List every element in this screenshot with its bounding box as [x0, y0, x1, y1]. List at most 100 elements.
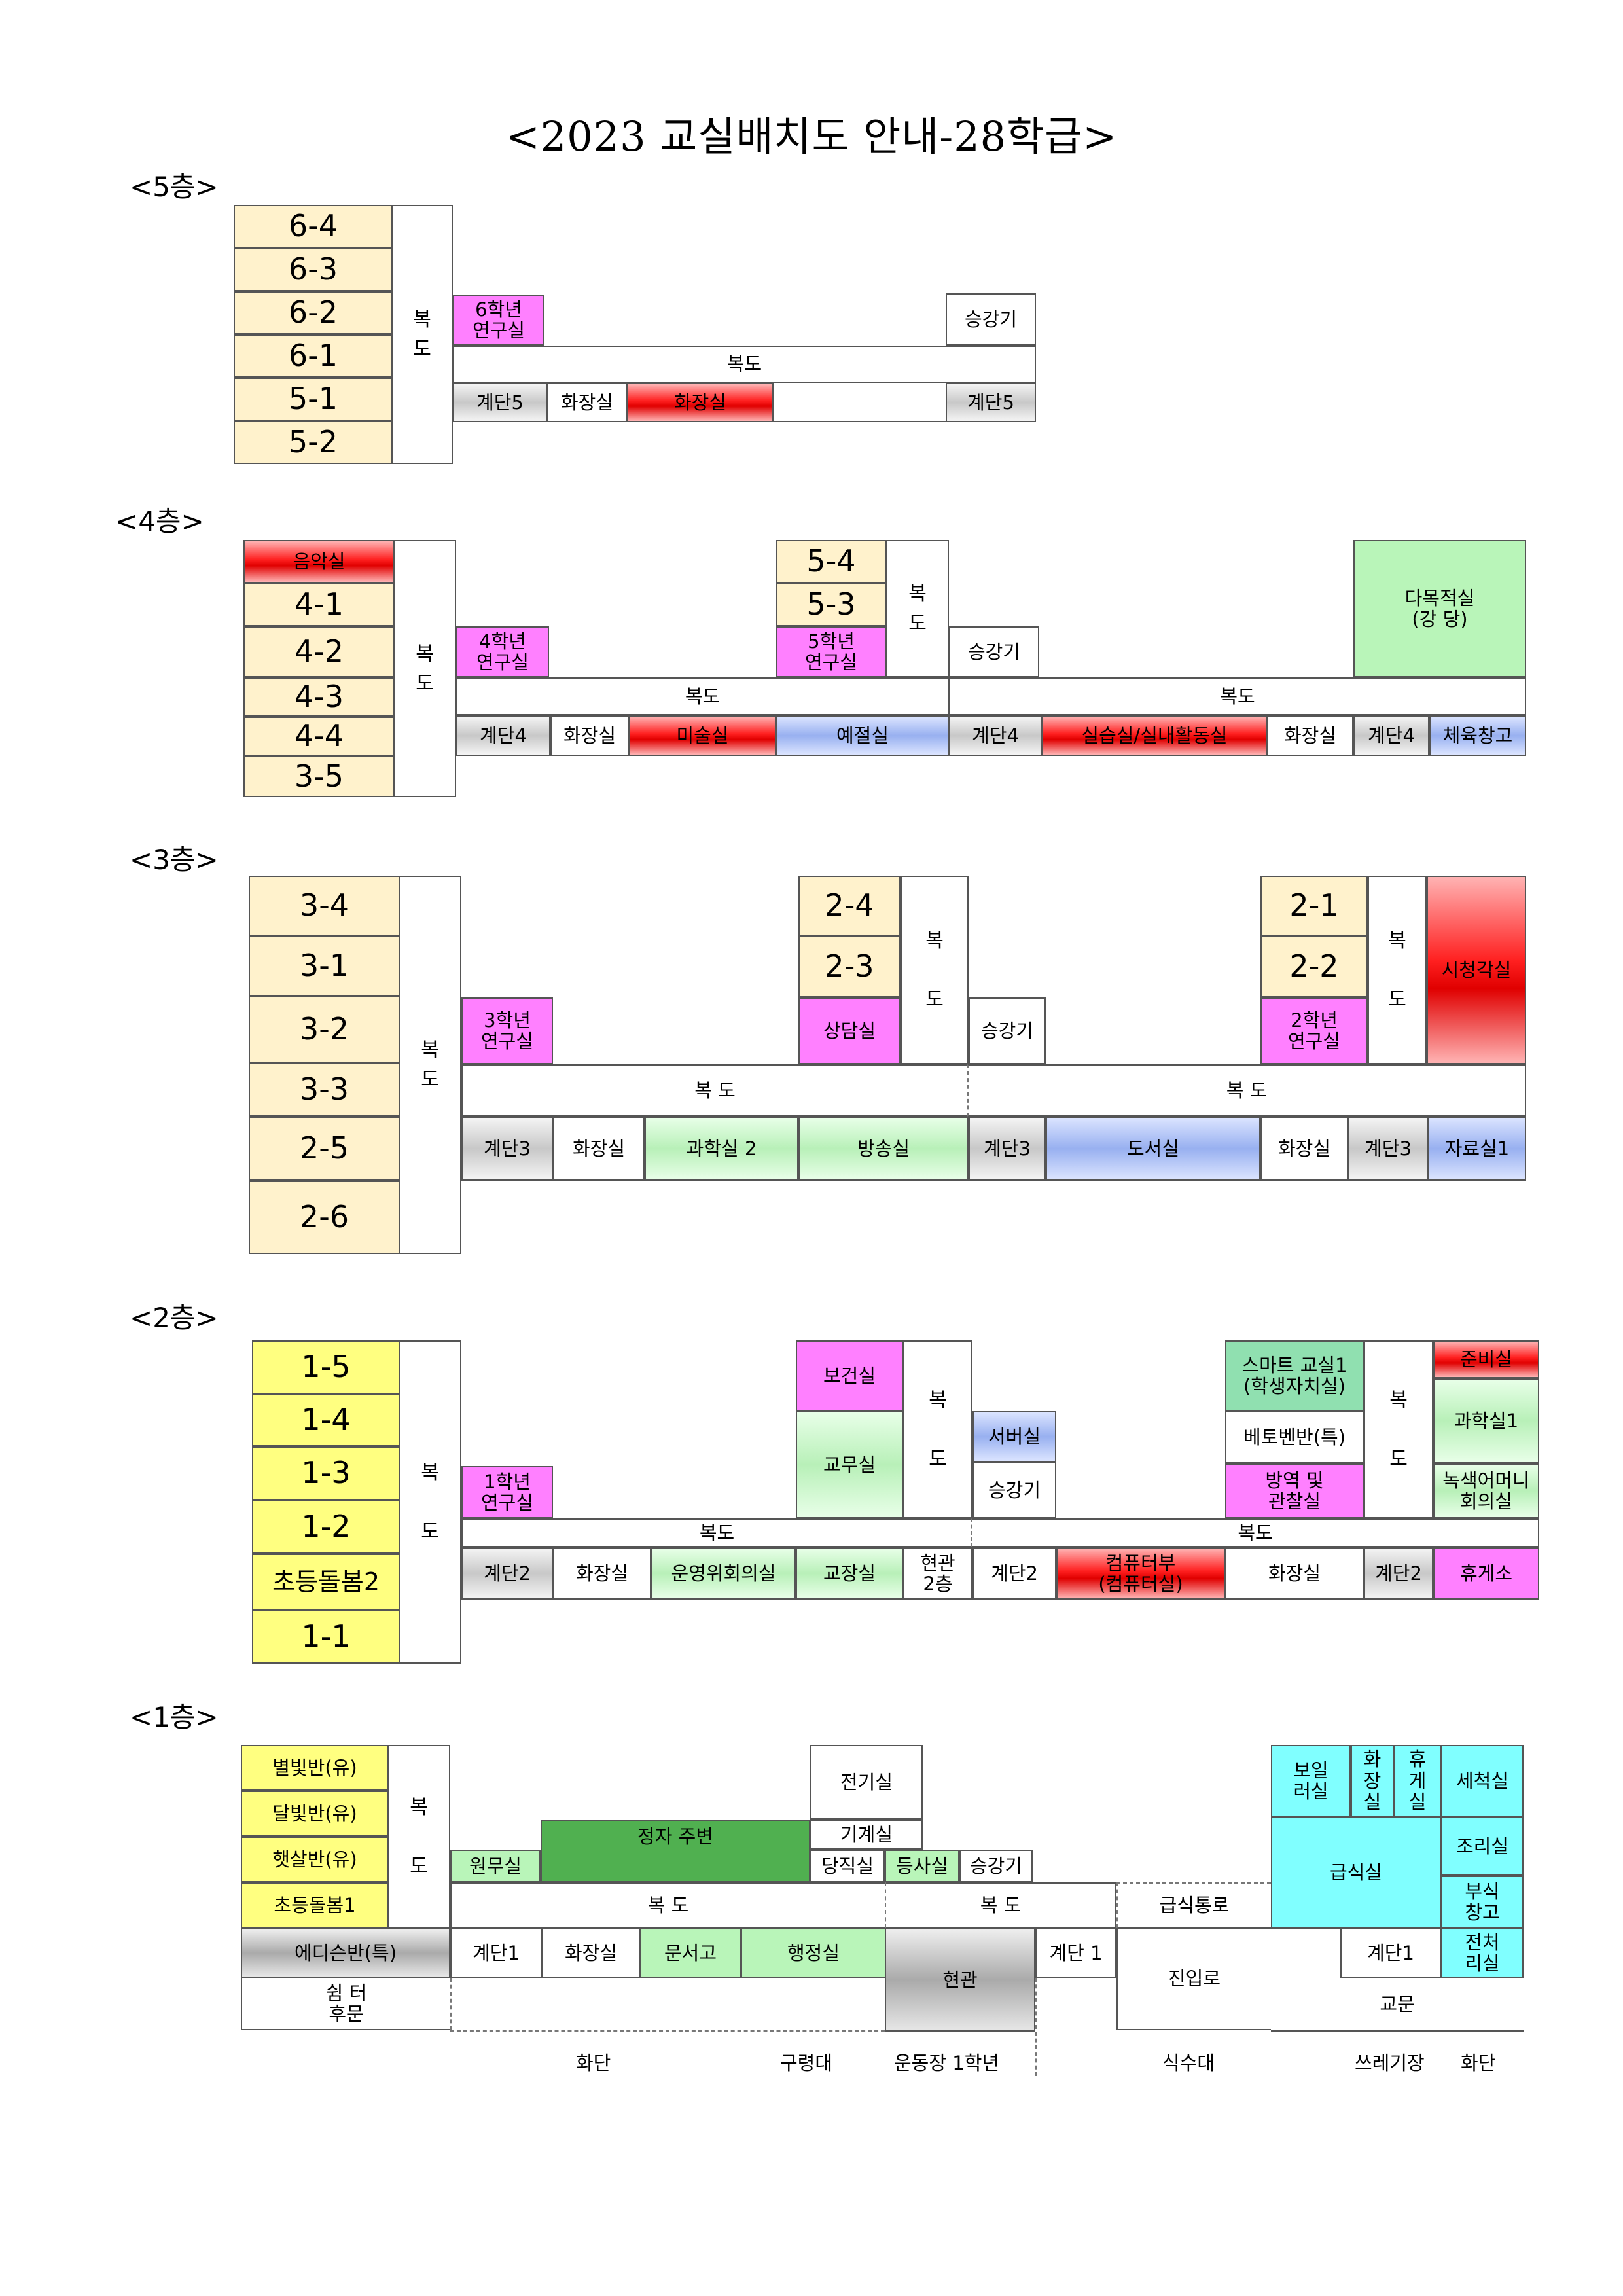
elevator: 승강기 [972, 1462, 1056, 1518]
corridor-vertical: 복 도 [903, 1340, 972, 1518]
cafeteria-passage: 급식통로 [1116, 1882, 1271, 1928]
classroom: 3-1 [249, 936, 400, 996]
classroom: 3-5 [243, 756, 395, 797]
stairs: 계단 1 [1035, 1928, 1116, 1978]
quarantine-room: 방역 및 관찰실 [1225, 1463, 1364, 1518]
health-room: 보건실 [796, 1340, 903, 1411]
kitchen: 조리실 [1441, 1817, 1524, 1876]
elevator: 승강기 [949, 626, 1039, 677]
administration-office: 행정실 [741, 1928, 886, 1978]
pe-storage: 체육창고 [1429, 715, 1526, 756]
music-room: 음악실 [243, 540, 395, 583]
research-room: 5학년 연구실 [776, 626, 886, 677]
classroom: 1-2 [252, 1500, 400, 1554]
stairs: 계단2 [1364, 1547, 1433, 1600]
corridor-vertical: 복 도 [886, 540, 949, 677]
rest-room: 휴 게 실 [1394, 1745, 1441, 1817]
ground-label: 화단 [576, 2052, 611, 2074]
classroom: 6-1 [234, 334, 393, 378]
stairs: 계단3 [1348, 1117, 1428, 1181]
kindergarten-class: 별빛반(유) [241, 1745, 389, 1791]
stairs: 계단1 [450, 1928, 542, 1978]
resource-room: 자료실1 [1428, 1117, 1526, 1181]
research-room: 3학년 연구실 [461, 997, 553, 1064]
admin-office: 원무실 [450, 1850, 541, 1882]
main-entrance: 현관 [885, 1928, 1035, 2032]
lounge: 휴게소 [1433, 1547, 1539, 1600]
access-road: 진입로 [1116, 1928, 1271, 2030]
boiler-room: 보일 러실 [1271, 1745, 1351, 1817]
ground-label: 화단 [1461, 2052, 1496, 2074]
restroom: 화장실 [627, 383, 774, 422]
research-room: 2학년 연구실 [1260, 997, 1368, 1064]
kindergarten-class: 달빛반(유) [241, 1791, 389, 1837]
staff-room: 교무실 [796, 1411, 903, 1518]
corridor-horizontal: 복도 [949, 677, 1526, 715]
computer-room: 컴퓨터부 (컴퓨터실) [1056, 1547, 1225, 1600]
corridor-horizontal: 복 도 [461, 1064, 969, 1117]
restroom: 화장실 [550, 715, 629, 756]
classroom: 3-4 [249, 876, 400, 936]
etiquette-room: 예절실 [776, 715, 949, 756]
corridor-horizontal: 복 도 [885, 1882, 1116, 1928]
committee-room: 운영위회의실 [651, 1547, 796, 1600]
restroom: 화장실 [547, 383, 627, 422]
corridor-vertical: 복 도 [391, 205, 453, 464]
shelter-back-gate: 쉼 터 후문 [241, 1978, 450, 2030]
restroom: 화장실 [1225, 1547, 1364, 1600]
corridor-horizontal: 복도 [456, 677, 949, 715]
corridor-vertical: 복 도 [1364, 1340, 1433, 1518]
page-title: <2023 교실배치도 안내-28학급> [505, 113, 1118, 160]
classroom: 6-3 [234, 248, 393, 291]
food-storage: 부식 창고 [1441, 1876, 1524, 1928]
classroom: 2-3 [798, 936, 901, 997]
restroom: 화 장 실 [1351, 1745, 1394, 1817]
elevator: 승강기 [959, 1850, 1033, 1882]
classroom: 1-5 [252, 1340, 400, 1394]
cafeteria: 급식실 [1271, 1817, 1441, 1928]
restroom: 화장실 [553, 1547, 651, 1600]
classroom: 2-6 [249, 1181, 400, 1254]
classroom: 4-4 [243, 717, 395, 756]
corridor-horizontal: 복도 [461, 1518, 972, 1547]
corridor-vertical: 복 도 [1368, 876, 1427, 1064]
library: 도서실 [1046, 1117, 1260, 1181]
ground-label: 식수대 [1162, 2052, 1215, 2074]
floor-label: <4층> [115, 505, 204, 537]
duty-room: 당직실 [810, 1850, 885, 1882]
research-room: 4학년 연구실 [456, 626, 549, 677]
stairs: 계단5 [946, 383, 1036, 422]
entrance-2f: 현관 2층 [903, 1547, 972, 1600]
archive-room: 문서고 [640, 1928, 741, 1978]
corridor-horizontal: 복 도 [450, 1882, 886, 1928]
corridor-vertical: 복 도 [399, 1340, 461, 1664]
stairs: 계단4 [949, 715, 1042, 756]
classroom: 6-4 [234, 205, 393, 248]
prep-processing-room: 전처 리실 [1441, 1928, 1524, 1978]
washing-room: 세척실 [1441, 1745, 1524, 1817]
classroom: 2-5 [249, 1117, 400, 1181]
classroom: 5-3 [776, 583, 886, 626]
practice-room: 실습실/실내활동실 [1042, 715, 1267, 756]
restroom: 화장실 [1260, 1117, 1348, 1181]
classroom: 2-4 [798, 876, 901, 936]
floor-label: <3층> [130, 844, 219, 876]
pavilion-area: 정자 주변 [541, 1820, 810, 1882]
science-room: 과학실1 [1433, 1378, 1539, 1463]
classroom: 4-2 [243, 626, 395, 677]
corridor-vertical: 복 도 [399, 876, 461, 1254]
broadcast-room: 방송실 [798, 1117, 969, 1181]
classroom: 2-1 [1260, 876, 1368, 936]
restroom: 화장실 [542, 1928, 640, 1978]
classroom: 3-2 [249, 996, 400, 1063]
corridor-horizontal: 복 도 [967, 1064, 1526, 1117]
restroom: 화장실 [1267, 715, 1353, 756]
ground-label: 쓰레기장 [1355, 2052, 1425, 2074]
smart-classroom: 스마트 교실1 (학생자치실) [1225, 1340, 1364, 1411]
after-school-care: 초등돌봄2 [252, 1554, 400, 1610]
classroom: 6-2 [234, 291, 393, 334]
stairs: 계단4 [1353, 715, 1429, 756]
kindergarten-class: 햇살반(유) [241, 1837, 389, 1882]
